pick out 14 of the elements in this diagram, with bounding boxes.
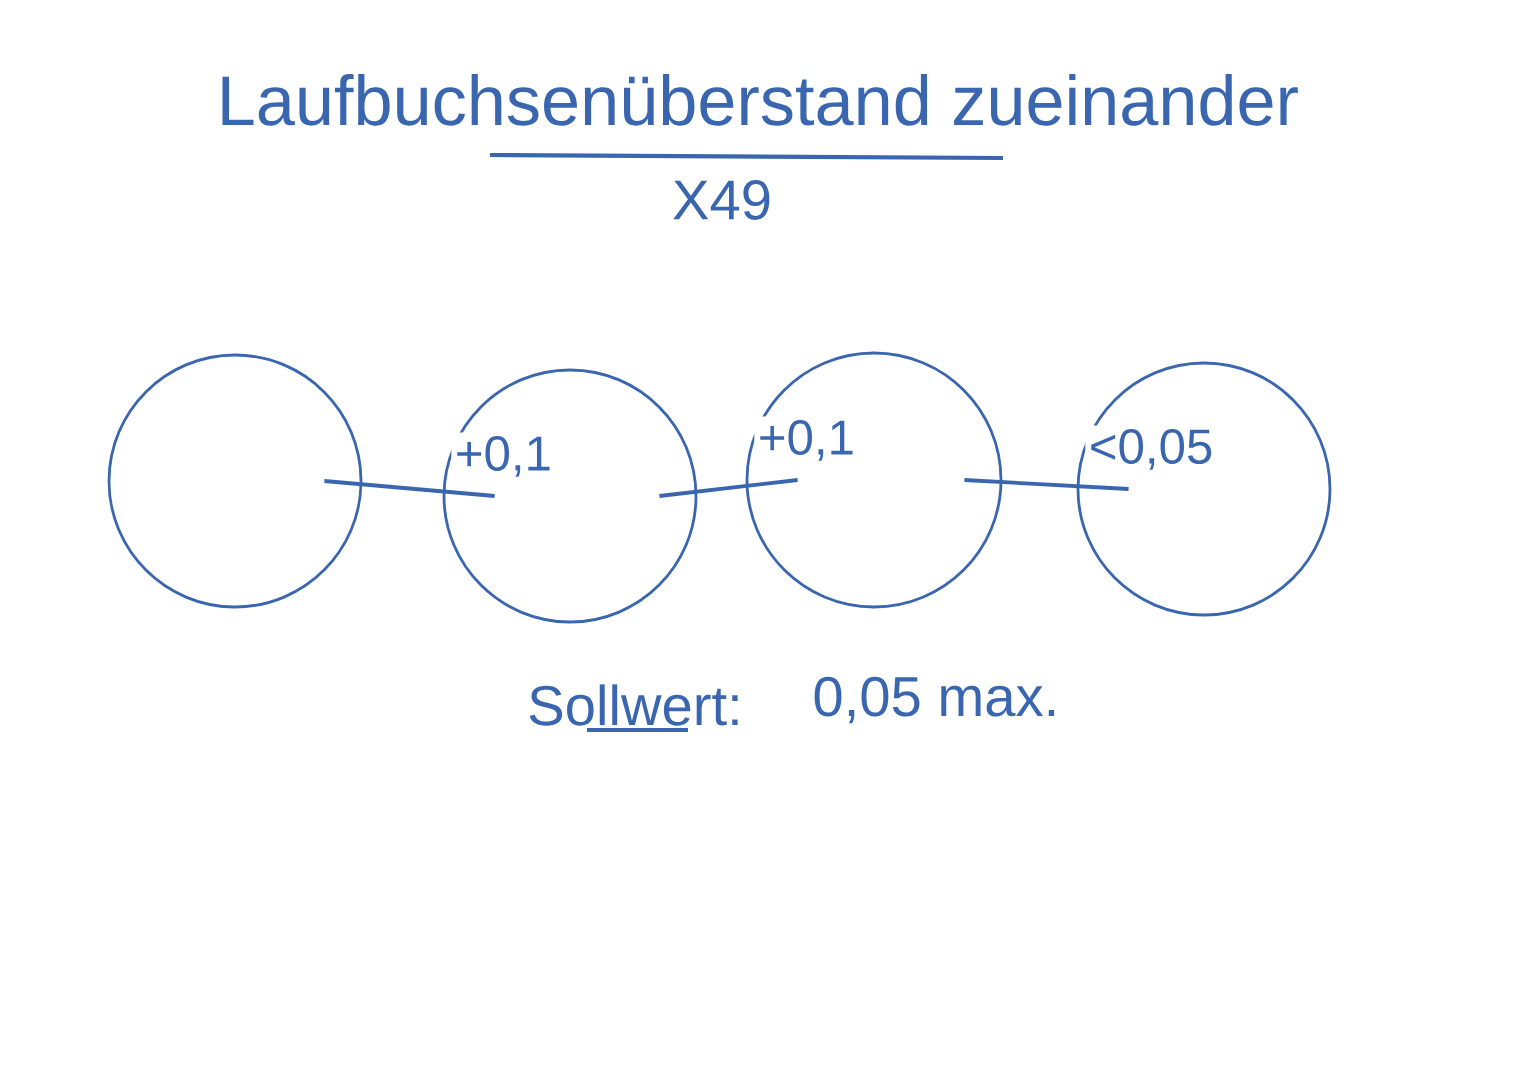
line xyxy=(324,479,495,498)
circle xyxy=(442,368,698,624)
title: Laufbuchsenüberstand zueinander xyxy=(222,74,1298,126)
circle xyxy=(1076,361,1332,617)
circle xyxy=(745,351,1003,609)
label-text: X49 xyxy=(673,180,770,220)
value-text: 0,05 max. xyxy=(814,676,1055,724)
label-text: Sollwert: xyxy=(529,684,738,726)
edge-label: +0,1 xyxy=(754,416,859,465)
circle xyxy=(107,353,363,609)
line xyxy=(964,478,1129,491)
edge-label: +0,1 xyxy=(451,432,556,481)
line xyxy=(659,478,798,498)
edge-label: <0,05 xyxy=(1085,425,1217,474)
